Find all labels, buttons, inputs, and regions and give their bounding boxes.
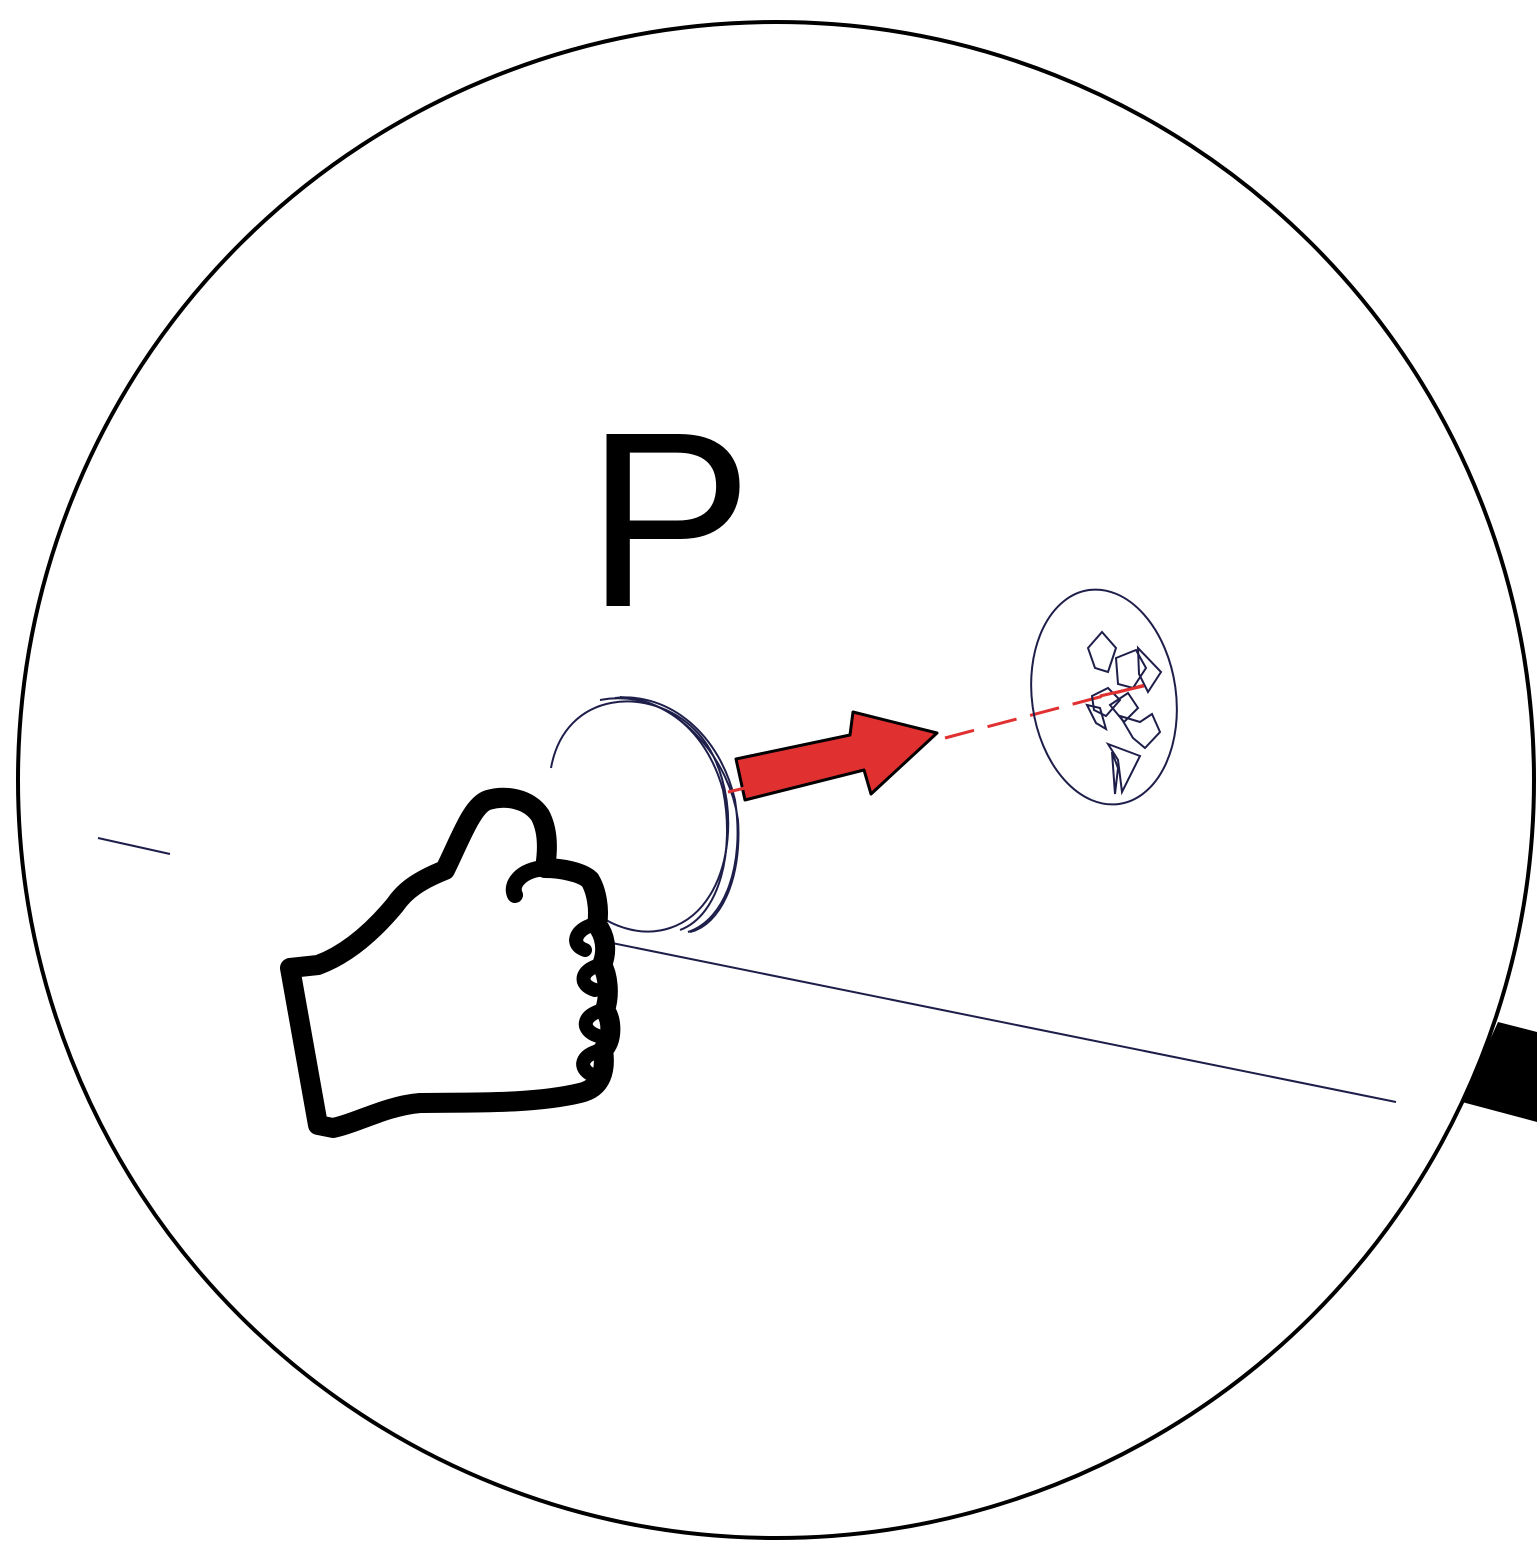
label-p: P <box>586 380 753 659</box>
